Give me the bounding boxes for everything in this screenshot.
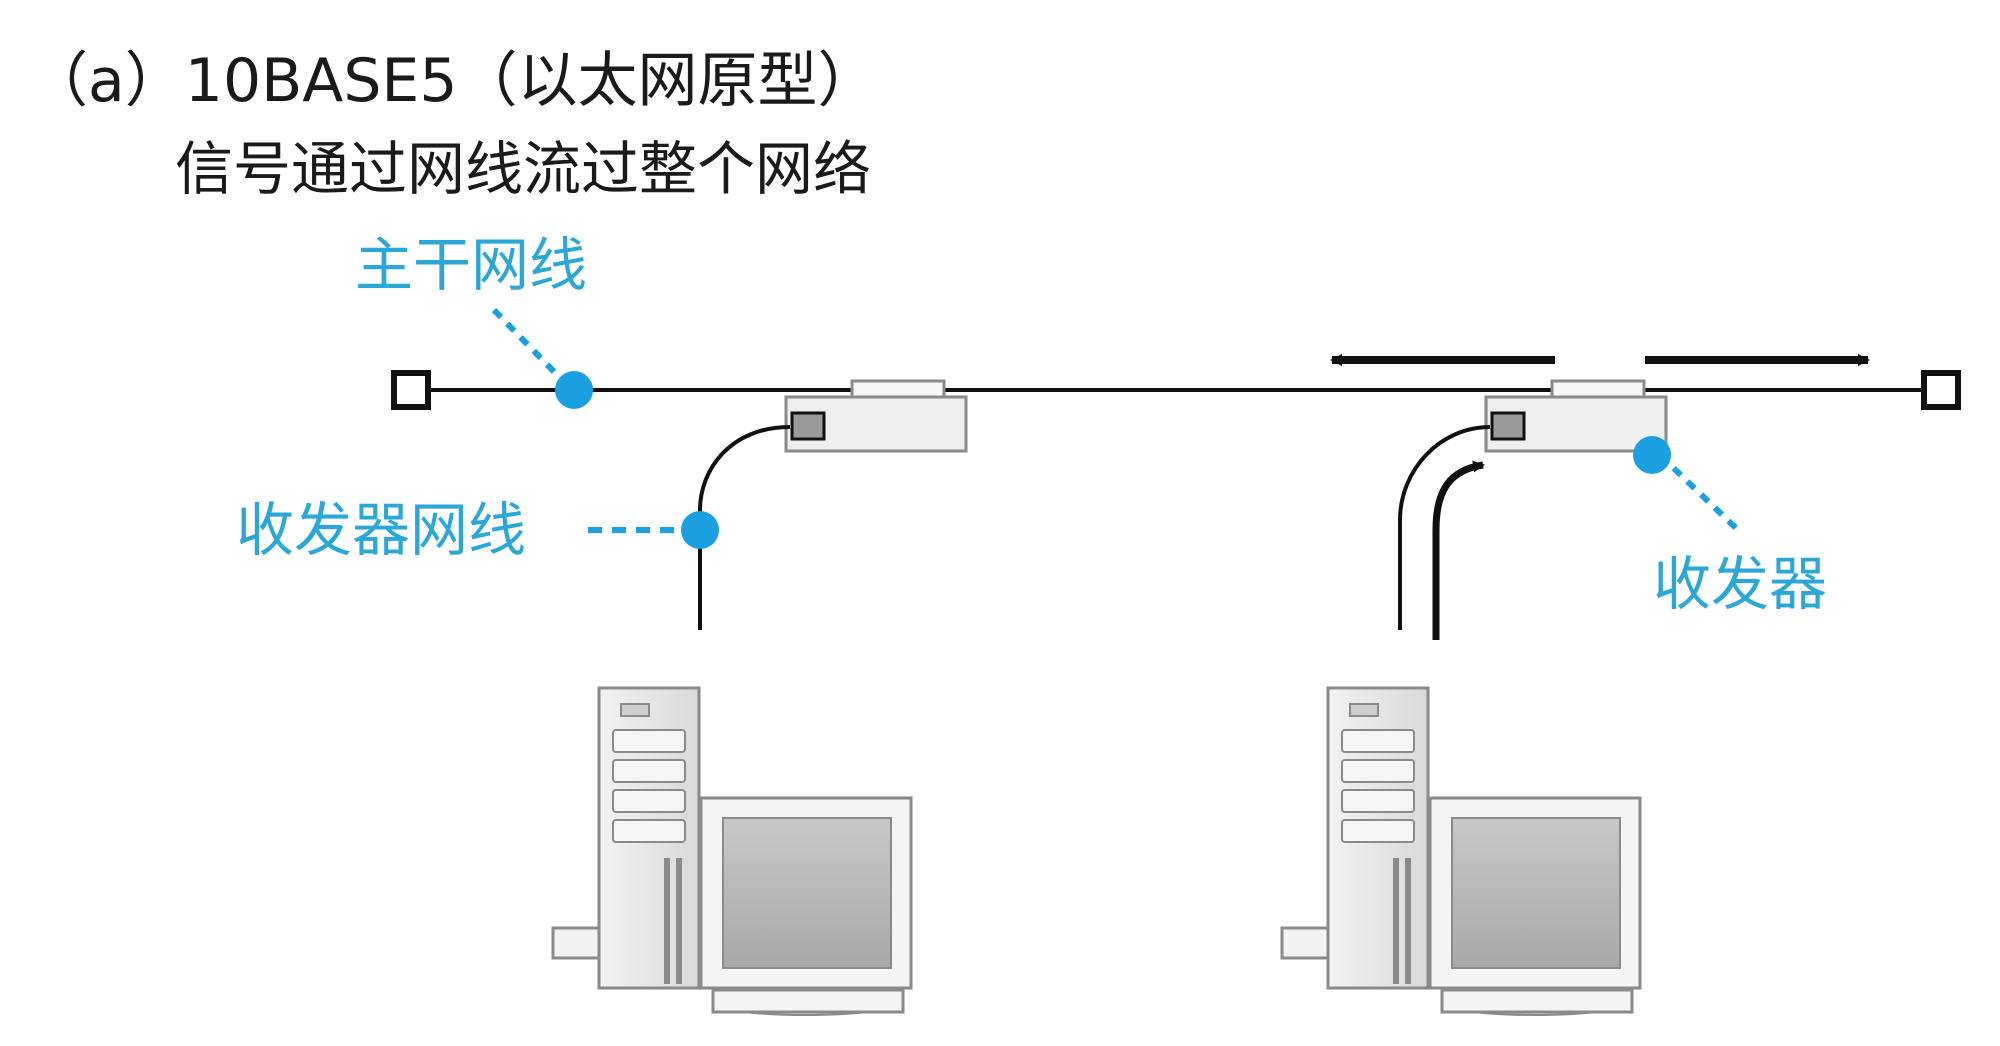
computer-right-icon: [1282, 688, 1640, 1015]
transceiver-label: 收发器: [1653, 550, 1827, 618]
diagram-subtitle: 信号通过网线流过整个网络: [175, 135, 871, 203]
trunk-cable-callout-line: [491, 307, 569, 387]
terminator-right-icon: [1921, 370, 1961, 410]
diagram-title: （a）10BASE5（以太网原型）: [28, 46, 878, 116]
trunk-cable-label: 主干网线: [355, 231, 587, 299]
transceiver-cable-label: 收发器网线: [236, 496, 526, 564]
transceiver-cable-left: [698, 425, 791, 630]
computer-left-icon: [553, 688, 911, 1015]
transceiver-callout-line: [1657, 452, 1743, 535]
trunk-cable-dot: [555, 371, 593, 409]
terminator-left-icon: [391, 370, 431, 410]
transceiver-dot: [1633, 436, 1671, 474]
transceiver-cable-dot: [681, 511, 719, 549]
transceiver-cable-right-out: [1398, 425, 1491, 630]
transceiver-cable-right-in: [1432, 460, 1485, 640]
